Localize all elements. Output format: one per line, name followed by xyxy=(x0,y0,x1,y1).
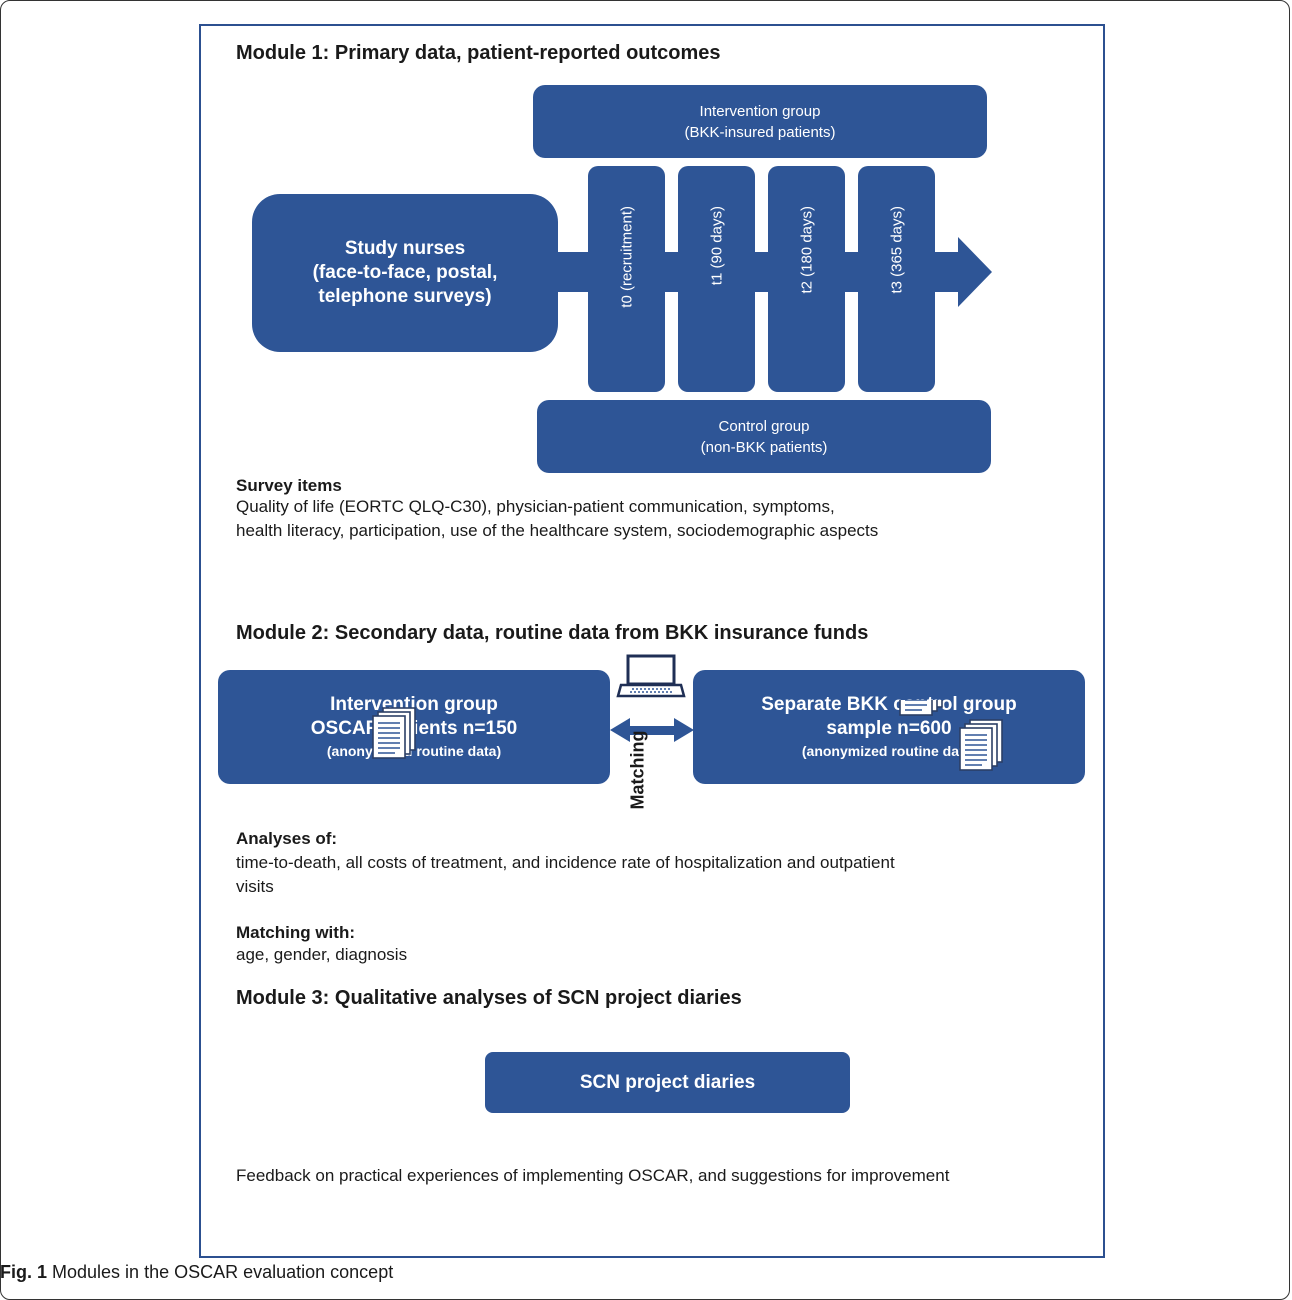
analyses-line2: visits xyxy=(236,877,274,896)
survey-items-heading: Survey items xyxy=(236,476,342,495)
document-stack-icon xyxy=(959,719,1003,771)
timepoint-t1: t1 (90 days) xyxy=(678,166,755,392)
study-nurses-line2: (face-to-face, postal, xyxy=(312,262,498,283)
timeline-arrow-head xyxy=(958,237,992,307)
feedback-text: Feedback on practical experiences of imp… xyxy=(236,1166,950,1185)
bkk-control-routine-title: Separate BKK control group xyxy=(761,694,1017,715)
control-group-box: Control group (non-BKK patients) xyxy=(537,400,991,473)
document-stack-icon xyxy=(899,700,943,716)
scn-diaries-label: SCN project diaries xyxy=(579,1071,756,1093)
computer-icon xyxy=(616,654,686,698)
survey-items-line1: Quality of life (EORTC QLQ-C30), physici… xyxy=(236,497,835,516)
timepoint-t2-label: t2 (180 days) xyxy=(798,206,815,294)
study-nurses-title: Study nurses xyxy=(344,238,466,259)
intervention-routine-title: Intervention group xyxy=(330,694,498,715)
caption-text: Modules in the OSCAR evaluation concept xyxy=(47,1262,394,1282)
study-nurses-box: Study nurses (face-to-face, postal, tele… xyxy=(252,194,558,352)
intervention-routine-note: (anonymized routine data) xyxy=(326,743,502,759)
bkk-control-routine-sample: sample n=600 xyxy=(826,718,952,739)
survey-items-text: Quality of life (EORTC QLQ-C30), physici… xyxy=(236,495,878,543)
intervention-group-box: Intervention group (BKK-insured patients… xyxy=(533,85,987,158)
intervention-routine-box: Intervention group OSCAR patients n=150 … xyxy=(218,670,610,784)
intervention-group-sublabel: (BKK-insured patients) xyxy=(684,123,836,141)
document-icons-svg xyxy=(372,700,1003,771)
caption-label: Fig. 1 xyxy=(0,1262,48,1282)
matching-with-text: age, gender, diagnosis xyxy=(236,945,408,964)
study-nurses-line3: telephone surveys) xyxy=(318,286,492,307)
timepoint-t0: t0 (recruitment) xyxy=(588,166,665,392)
survey-items-line2: health literacy, participation, use of t… xyxy=(236,521,879,540)
document-stack-icon xyxy=(372,707,416,759)
module2-title: Module 2: Secondary data, routine data f… xyxy=(236,622,869,644)
matching-with-heading: Matching with: xyxy=(236,923,355,942)
scn-diaries-box: SCN project diaries xyxy=(485,1052,850,1113)
figure-caption: Fig. 1 Modules in the OSCAR evaluation c… xyxy=(0,1262,393,1283)
timepoint-t2: t2 (180 days) xyxy=(768,166,845,392)
analyses-line1: time-to-death, all costs of treatment, a… xyxy=(236,853,895,872)
timepoint-t3: t3 (365 days) xyxy=(858,166,935,392)
bkk-control-routine-box: Separate BKK control group sample n=600 … xyxy=(693,670,1085,784)
analyses-text: time-to-death, all costs of treatment, a… xyxy=(236,851,895,899)
timepoint-t1-label: t1 (90 days) xyxy=(708,206,725,286)
intervention-group-label: Intervention group xyxy=(699,102,821,120)
timepoint-t0-label: t0 (recruitment) xyxy=(618,206,635,308)
analyses-heading: Analyses of: xyxy=(236,829,338,848)
control-group-label: Control group xyxy=(718,417,810,435)
control-group-sublabel: (non-BKK patients) xyxy=(700,438,828,456)
bkk-control-routine-note: (anonymized routine data) xyxy=(801,743,977,759)
double-arrow-icon xyxy=(610,718,694,742)
computer-icon-wrap xyxy=(610,654,694,742)
timepoint-t3-label: t3 (365 days) xyxy=(888,206,905,294)
module1-title: Module 1: Primary data, patient-reported… xyxy=(236,42,721,64)
module3-title: Module 3: Qualitative analyses of SCN pr… xyxy=(236,987,742,1009)
